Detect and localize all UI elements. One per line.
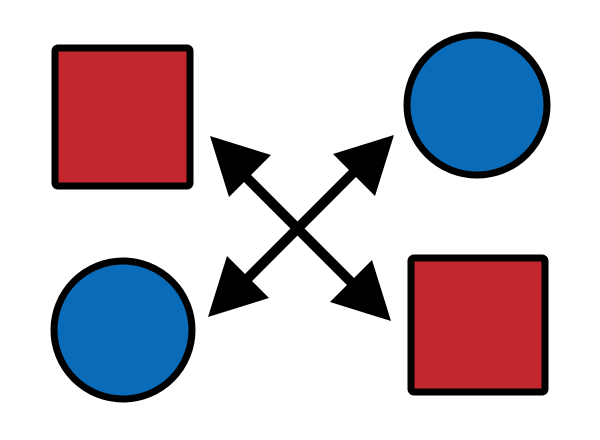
arrowhead-bottom-right [330, 260, 391, 321]
square-top-left [51, 44, 194, 190]
arrow-diagonal-ascending [208, 135, 394, 317]
square-bottom-right [407, 254, 549, 396]
arrowhead-bottom-left [208, 256, 269, 317]
circle-top-right [403, 31, 551, 179]
circle-bottom-left [50, 257, 196, 403]
arrowhead-top-right [333, 135, 394, 196]
arrowhead-top-left [210, 136, 271, 197]
arrow-shaft-ascending [233, 157, 369, 293]
